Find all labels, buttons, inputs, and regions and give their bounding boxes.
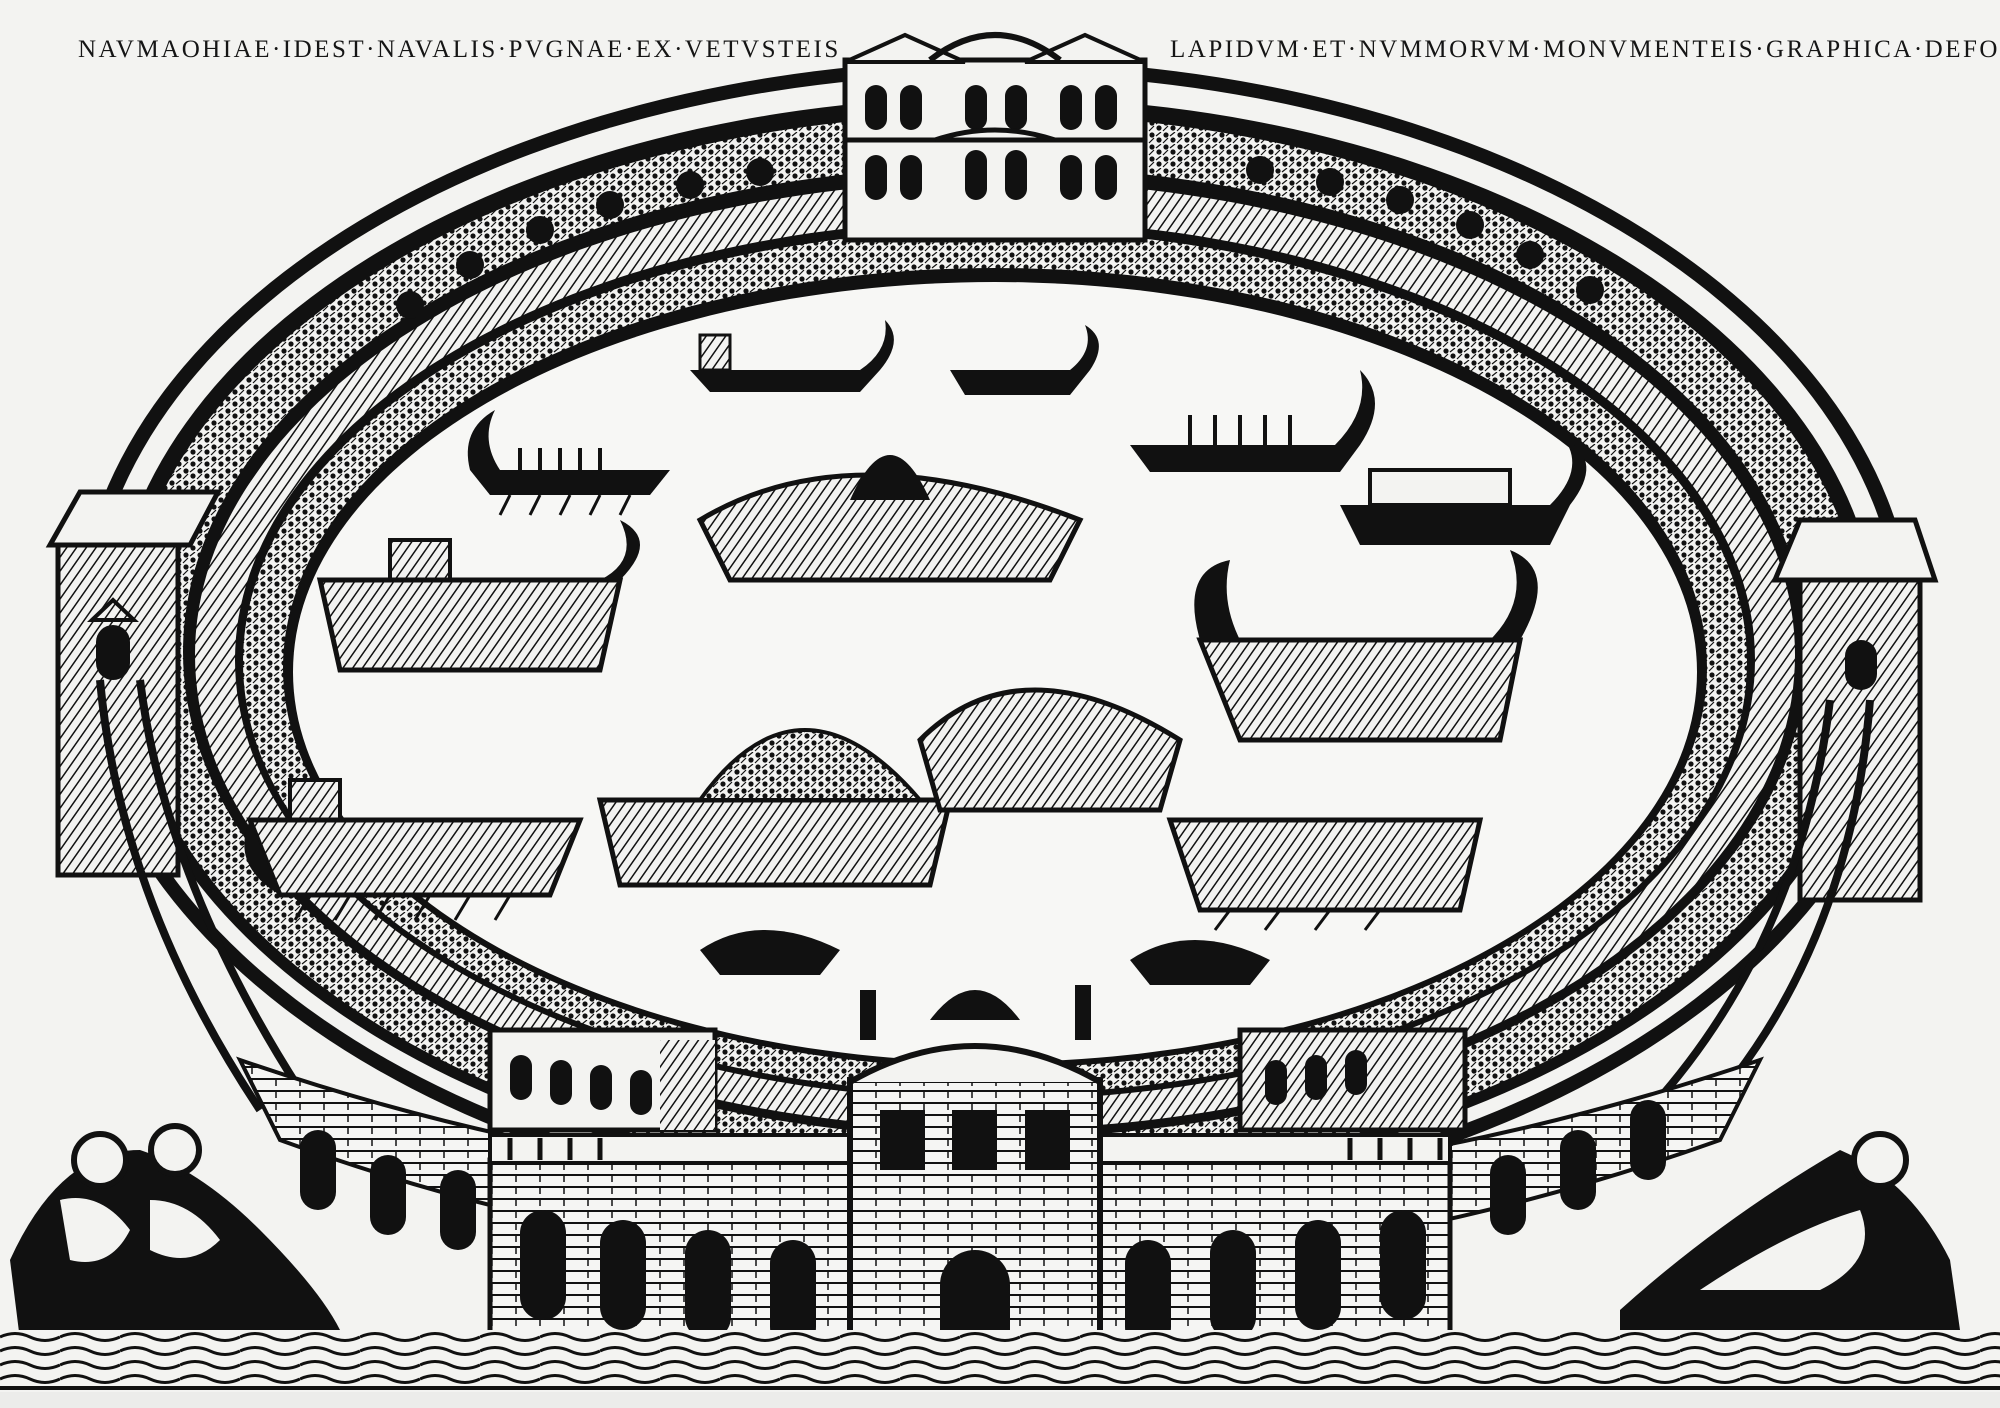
river-god-right [1620, 1131, 1960, 1340]
galley [950, 325, 1099, 395]
paper-margin [0, 1392, 2000, 1408]
bottom-right-pavilion [1237, 1027, 1468, 1133]
small-boat [1130, 940, 1270, 985]
caption-right: LAPIDVM·ET·NVMMORVM·MONVMENTEIS·GRAPHICA… [1170, 36, 2000, 63]
galley [596, 728, 954, 888]
bottom-left-pavilion [487, 1027, 718, 1133]
galley [244, 778, 584, 921]
galley [1340, 440, 1587, 545]
galley [917, 687, 1183, 813]
arcade-arches [396, 156, 1604, 319]
left-gate-tower [45, 489, 304, 1113]
galley [696, 455, 1084, 583]
galley [1194, 550, 1538, 743]
ships [244, 320, 1587, 985]
galley [690, 320, 894, 392]
galley [1166, 817, 1484, 931]
small-boat [700, 930, 840, 975]
galley [1130, 370, 1375, 472]
galley [467, 410, 670, 516]
galley [316, 520, 640, 673]
top-pavilion [842, 32, 1148, 243]
river-waves [0, 1330, 2000, 1385]
gate-statues [860, 985, 1091, 1040]
river-figures-left [10, 1123, 340, 1340]
caption-left: NAVMAOHIAE·IDEST·NAVALIS·PVGNAE·EX·VETVS… [78, 36, 841, 63]
